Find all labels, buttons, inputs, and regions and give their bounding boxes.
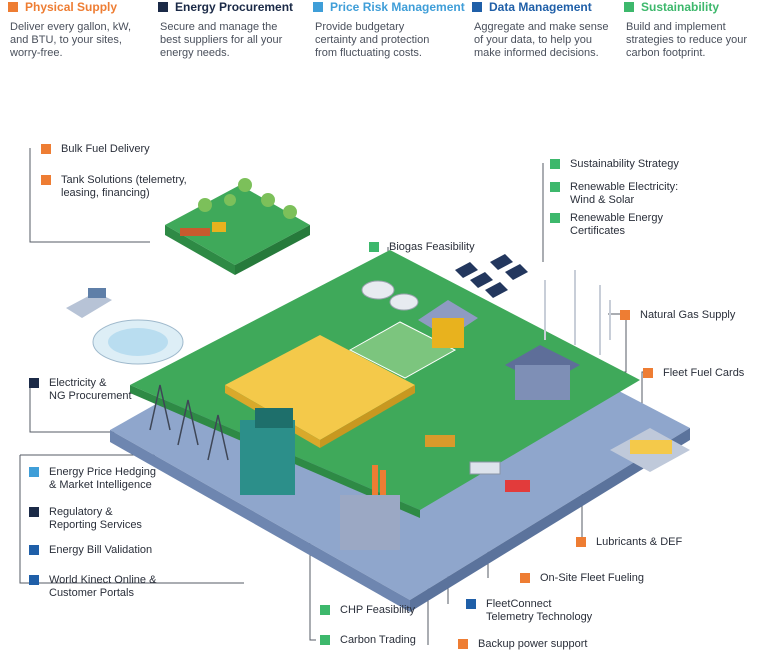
label-square	[29, 467, 39, 477]
label-lubricants-def: Lubricants & DEF	[576, 536, 682, 549]
label-square	[643, 368, 653, 378]
label-text: Fleet Fuel Cards	[663, 367, 745, 379]
label-fleet-fuel-cards: Fleet Fuel Cards	[643, 367, 744, 380]
label-square	[576, 537, 586, 547]
data-management-title: Data Management	[489, 0, 592, 14]
label-square	[550, 213, 560, 223]
label-square	[458, 639, 468, 649]
label-carbon-trading: Carbon Trading	[320, 634, 416, 647]
farm-island	[165, 185, 310, 265]
label-text: Lubricants & DEF	[596, 536, 683, 548]
label-square	[320, 605, 330, 615]
wind-turbines	[544, 270, 611, 355]
label-square	[29, 575, 39, 585]
label-square	[550, 159, 560, 169]
price-risk-description: Provide budgetary certainty and protecti…	[315, 21, 430, 59]
label-square	[320, 635, 330, 645]
label-energy-bill-validation: Energy Bill Validation	[29, 544, 152, 557]
energy-procurement-description: Secure and manage the best suppliers for…	[160, 21, 283, 59]
header-physical-supply: Physical Supply Deliver every gallon, kW…	[8, 0, 158, 60]
label-text: On-Site Fleet Fueling	[540, 572, 644, 584]
label-onsite-fleet-fueling: On-Site Fleet Fueling	[520, 572, 644, 585]
label-text: Carbon Trading	[340, 634, 416, 646]
label-text: World Kinect Online & Customer Portals	[49, 574, 157, 599]
warehouse	[515, 365, 570, 400]
label-backup-power-support: Backup power support	[458, 638, 587, 651]
label-text: Renewable Electricity: Wind & Solar	[570, 181, 679, 206]
label-biogas-feasibility: Biogas Feasibility	[369, 241, 475, 254]
label-square	[620, 310, 630, 320]
physical-supply-title: Physical Supply	[25, 0, 118, 14]
data-management-square	[472, 2, 482, 12]
power-towers	[149, 384, 229, 461]
label-text: FleetConnect Telemetry Technology	[486, 598, 593, 623]
label-text: Regulatory & Reporting Services	[49, 506, 142, 531]
energy-procurement-title: Energy Procurement	[175, 0, 294, 14]
label-text: Energy Bill Validation	[49, 544, 153, 556]
label-square	[369, 242, 379, 252]
label-natural-gas-supply: Natural Gas Supply	[620, 309, 735, 322]
label-text: Electricity & NG Procurement	[49, 377, 132, 402]
solar-panels	[455, 254, 528, 298]
office-building	[240, 420, 295, 495]
label-square	[41, 175, 51, 185]
energy-procurement-square	[158, 2, 168, 12]
label-renewable-electricity: Renewable Electricity: Wind & Solar	[550, 181, 678, 207]
label-text: Energy Price Hedging & Market Intelligen…	[49, 466, 157, 491]
label-renewable-certificates: Renewable Energy Certificates	[550, 212, 663, 238]
physical-supply-square	[8, 2, 18, 12]
label-text: Tank Solutions (telemetry, leasing, fina…	[61, 174, 187, 199]
label-tank-solutions: Tank Solutions (telemetry, leasing, fina…	[41, 174, 187, 200]
label-square	[29, 545, 39, 555]
label-square	[466, 599, 476, 609]
physical-supply-description: Deliver every gallon, kW, and BTU, to yo…	[10, 21, 132, 59]
label-world-kinect-online: World Kinect Online & Customer Portals	[29, 574, 156, 600]
sustainability-description: Build and implement strategies to reduce…	[626, 21, 748, 59]
label-square	[550, 182, 560, 192]
label-bulk-fuel-delivery: Bulk Fuel Delivery	[41, 143, 150, 156]
barn	[432, 318, 464, 348]
label-text: Natural Gas Supply	[640, 309, 736, 321]
sustainability-square	[624, 2, 634, 12]
label-text: Backup power support	[478, 638, 588, 650]
header-price-risk-management: Price Risk Management Provide budgetary …	[313, 0, 473, 60]
label-text: CHP Feasibility	[340, 604, 415, 616]
label-text: Bulk Fuel Delivery	[61, 143, 150, 155]
chp-plant	[340, 495, 400, 550]
data-management-description: Aggregate and make sense of your data, t…	[474, 21, 609, 59]
header-energy-procurement: Energy Procurement Secure and manage the…	[158, 0, 308, 60]
label-square	[29, 507, 39, 517]
label-electricity-ng-procurement: Electricity & NG Procurement	[29, 377, 132, 403]
hay-field	[225, 335, 415, 440]
header-sustainability: Sustainability Build and implement strat…	[624, 0, 768, 60]
label-square	[41, 144, 51, 154]
sustainability-title: Sustainability	[641, 0, 720, 14]
fleet-trucks	[425, 435, 530, 492]
label-text: Sustainability Strategy	[570, 158, 679, 170]
label-text: Biogas Feasibility	[389, 241, 475, 253]
label-square	[29, 378, 39, 388]
label-chp-feasibility: CHP Feasibility	[320, 604, 415, 617]
label-text: Renewable Energy Certificates	[570, 212, 663, 237]
header-data-management: Data Management Aggregate and make sense…	[472, 0, 622, 60]
label-square	[520, 573, 530, 583]
label-regulatory-reporting: Regulatory & Reporting Services	[29, 506, 142, 532]
price-risk-square	[313, 2, 323, 12]
price-risk-title: Price Risk Management	[330, 0, 465, 14]
label-fleetconnect-telemetry: FleetConnect Telemetry Technology	[466, 598, 592, 624]
label-energy-price-hedging: Energy Price Hedging & Market Intelligen…	[29, 466, 156, 492]
label-sustainability-strategy: Sustainability Strategy	[550, 158, 679, 171]
